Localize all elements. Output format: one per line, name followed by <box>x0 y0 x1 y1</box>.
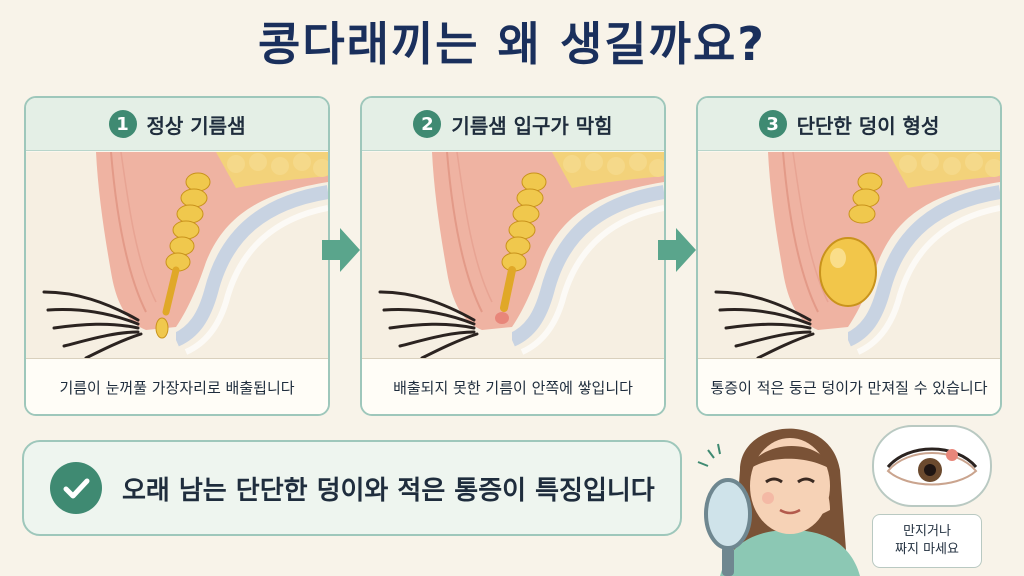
page-title: 콩다래끼는 왜 생길까요? <box>258 17 766 71</box>
arrow-right-icon <box>322 228 360 272</box>
eye-closeup-bubble <box>872 425 992 507</box>
step-panel-1: 1 정상 기름샘 기름이 눈꺼풀 가장자리로 배출됩니다 <box>24 96 330 416</box>
step-caption: 통증이 적은 둥근 덩이가 만져질 수 있습니다 <box>698 358 1000 414</box>
step-caption: 배출되지 못한 기름이 안쪽에 쌓입니다 <box>362 358 664 414</box>
summary-text: 오래 남는 단단한 덩이와 적은 통증이 특징입니다 <box>122 475 655 506</box>
step-panel-3: 3 단단한 덩이 형성 통증이 적은 둥근 덩이가 만져질 수 있습니다 <box>696 96 1002 416</box>
step-heading: 기름샘 입구가 막힘 <box>451 113 613 138</box>
hand-mirror-icon <box>704 478 752 550</box>
note-line-1: 만지거나 <box>903 524 951 539</box>
normal-gland-illustration <box>26 152 328 358</box>
step-panel-2: 2 기름샘 입구가 막힘 배출되지 못한 기름이 안쪽에 쌓입니다 <box>360 96 666 416</box>
eye-closeup-icon <box>886 447 978 486</box>
checkmark-icon <box>50 462 102 514</box>
step-caption: 기름이 눈꺼풀 가장자리로 배출됩니다 <box>26 358 328 414</box>
step-number-badge: 2 <box>413 110 442 138</box>
lump-formation-illustration <box>698 152 1000 358</box>
arrow-right-icon <box>658 228 696 272</box>
woman-with-mirror-illustration <box>697 428 860 576</box>
step-number-badge: 3 <box>758 110 787 138</box>
summary-banner: 오래 남는 단단한 덩이와 적은 통증이 특징입니다 <box>22 440 682 536</box>
oil-droplet-icon <box>155 317 169 339</box>
step-heading: 단단한 덩이 형성 <box>796 113 940 138</box>
blocked-opening-icon <box>495 312 509 324</box>
step-header: 2 기름샘 입구가 막힘 <box>362 98 664 151</box>
step-header: 3 단단한 덩이 형성 <box>698 98 1000 151</box>
step-header: 1 정상 기름샘 <box>26 98 328 151</box>
chalazion-lump-icon <box>819 237 877 307</box>
step-heading: 정상 기름샘 <box>146 113 246 138</box>
warning-note: 만지거나 짜지 마세요 <box>872 514 982 568</box>
blocked-gland-illustration <box>362 152 664 358</box>
note-line-2: 짜지 마세요 <box>895 542 959 557</box>
step-number-badge: 1 <box>108 110 137 138</box>
